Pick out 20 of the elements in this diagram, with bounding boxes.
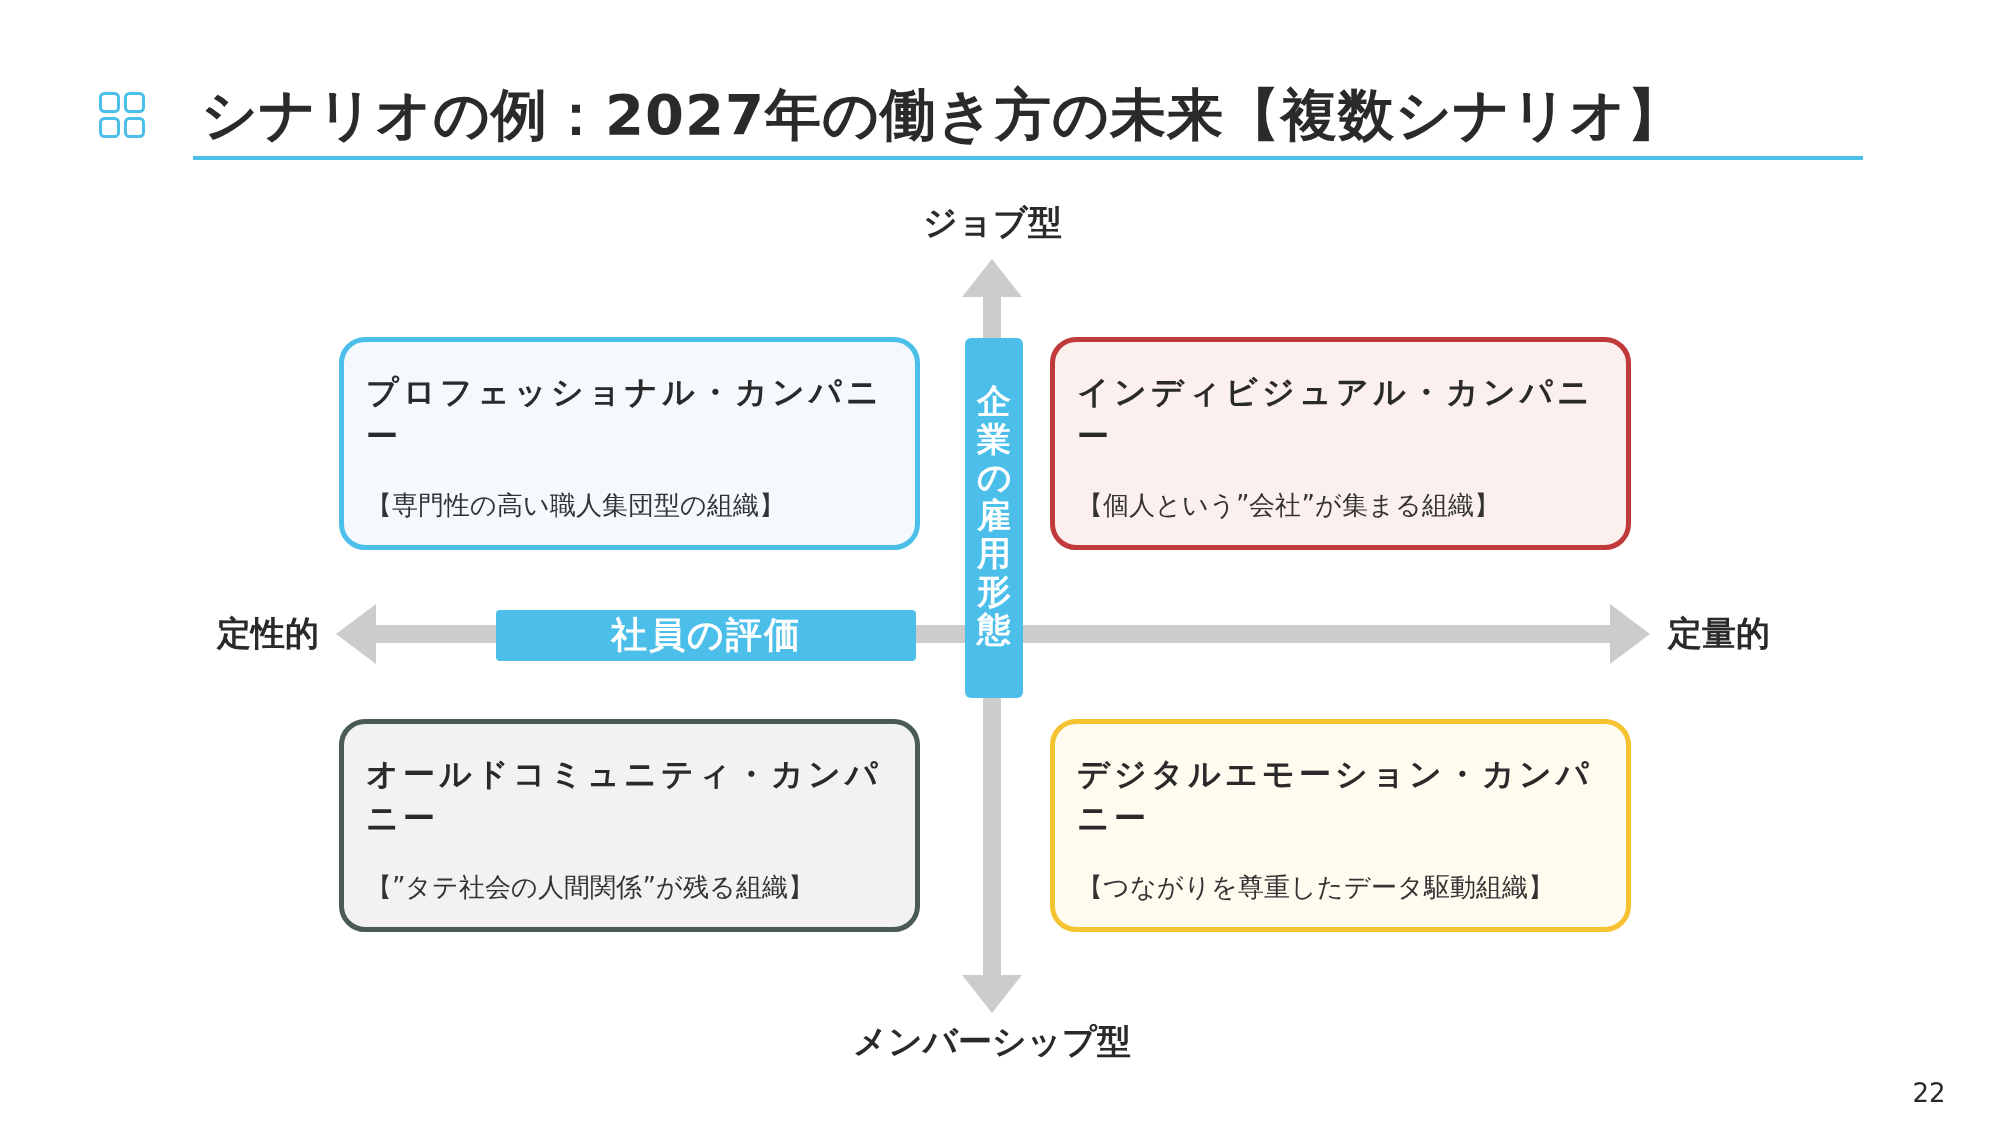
scenario-title: デジタルエモーション・カンパニー <box>1077 754 1594 839</box>
page-number: 22 <box>1912 1078 1946 1108</box>
axis-label-band: 企業の雇用形態 <box>965 338 1023 698</box>
axis-end-label: 定性的 <box>217 612 319 655</box>
scenario-description: 【”タテ社会の人間関係”が残る組織】 <box>366 871 814 904</box>
axis-end-label: ジョブ型 <box>922 201 1062 244</box>
scenario-title: インディビジュアル・カンパニー <box>1077 372 1595 457</box>
scenario-title: オールドコミュニティ・カンパニー <box>366 754 883 839</box>
axis-end-label: 定量的 <box>1668 612 1770 655</box>
title: シナリオの例：2027年の働き方の未来【複数シナリオ】 <box>201 81 1684 149</box>
scenario-box <box>339 719 920 932</box>
scenario-description: 【つながりを尊重したデータ駆動組織】 <box>1077 871 1554 904</box>
axis-label-band: 社員の評価 <box>496 610 916 661</box>
scenario-box <box>1050 337 1631 550</box>
scenario-box <box>1050 719 1631 932</box>
scenario-box <box>339 337 920 550</box>
scenario-description: 【個人という”会社”が集まる組織】 <box>1077 489 1500 522</box>
axis-end-label: メンバーシップ型 <box>853 1020 1131 1063</box>
scenario-title: プロフェッショナル・カンパニー <box>366 372 884 457</box>
scenario-description: 【専門性の高い職人集団型の組織】 <box>366 489 785 522</box>
